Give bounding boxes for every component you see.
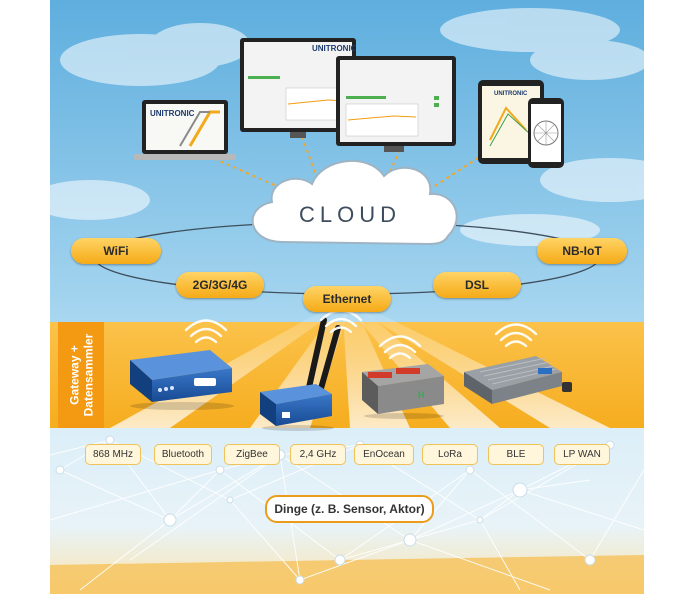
monitor-left-icon: UNITRONIC [240, 38, 357, 138]
connection-nb-iot: NB-IoT [537, 238, 627, 264]
connection-2g-3g-4g: 2G/3G/4G [176, 272, 264, 298]
gateway-label: Gateway + Datensammler [67, 333, 95, 417]
protocol-bluetooth: Bluetooth [154, 444, 212, 465]
cloud-shape [251, 159, 458, 246]
protocol-lp-wan: LP WAN [554, 444, 610, 465]
protocol-lora: LoRa [422, 444, 478, 465]
protocol-ble: BLE [488, 444, 544, 465]
svg-text:H: H [418, 390, 425, 400]
wifi-signal-icon [184, 319, 228, 344]
background-clouds [50, 8, 644, 246]
protocol-enocean: EnOcean [354, 444, 414, 465]
wifi-signal-icon [494, 323, 538, 348]
wifi-signal-icons [184, 309, 538, 360]
laptop-icon: UNITRONIC [134, 100, 236, 160]
connection-ethernet: Ethernet [303, 286, 391, 312]
ground-strip [50, 555, 644, 594]
outdoor-gateway-icon [464, 356, 572, 404]
protocol-zigbee: ZigBee [224, 444, 280, 465]
protocol-868-mhz: 868 MHz [85, 444, 141, 465]
sensor-nodes [55, 435, 615, 585]
things-label: Dinge (z. B. Sensor, Aktor) [265, 495, 434, 523]
gateway-label-bg [58, 322, 104, 428]
sierra-gateway-icon: H [362, 364, 444, 419]
tablet-brand: UNITRONIC [494, 91, 528, 97]
laptop-brand: UNITRONIC [150, 109, 195, 118]
smartphone-icon [528, 98, 564, 168]
protocol-2-4-ghz: 2,4 GHz [290, 444, 346, 465]
lte-router-icon [260, 317, 341, 431]
multitech-gateway-icon [130, 350, 234, 410]
diagram-canvas: UNITRONIC UNITRONIC [50, 0, 644, 594]
cloud-links [194, 129, 491, 193]
connection-wifi: WiFi [71, 238, 161, 264]
connection-dsl: DSL [433, 272, 521, 298]
monitor-center-icon [336, 56, 456, 152]
monitor-brand: UNITRONIC [312, 44, 357, 53]
cloud-label: CLOUD [298, 202, 401, 227]
wifi-signal-icon [378, 335, 422, 360]
iot-architecture-diagram: UNITRONIC UNITRONIC [50, 0, 644, 594]
